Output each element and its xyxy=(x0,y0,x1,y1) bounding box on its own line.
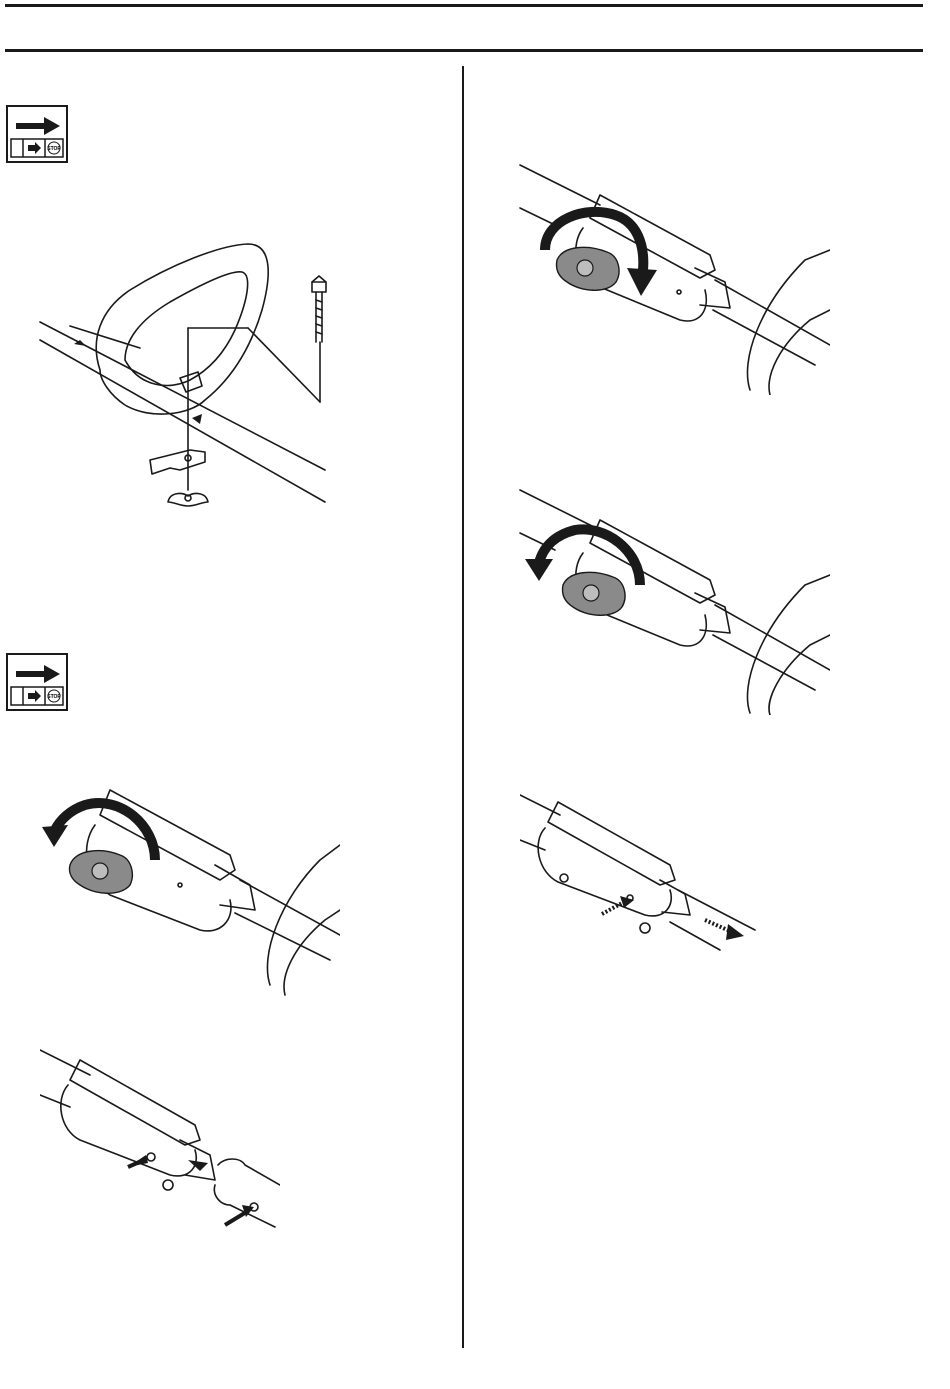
header-rule-bottom xyxy=(5,49,923,52)
knob-tighten-illustration xyxy=(515,160,830,395)
pin-insert-illustration xyxy=(40,1045,280,1245)
stop-label: STOP xyxy=(47,146,61,152)
arrow-right-icon xyxy=(16,117,60,135)
handle-assembly-illustration xyxy=(30,230,350,530)
header-rule-top xyxy=(5,4,923,7)
knob-loosen-right-illustration xyxy=(515,485,830,715)
start-stop-symbol: STOP xyxy=(6,653,68,711)
arrow-right-icon xyxy=(16,665,60,683)
column-divider xyxy=(462,66,464,1348)
pin-release-illustration xyxy=(520,790,760,965)
stop-label: STOP xyxy=(47,694,61,700)
knob-loosen-illustration xyxy=(40,785,340,1000)
start-stop-symbol: STOP xyxy=(6,105,68,163)
